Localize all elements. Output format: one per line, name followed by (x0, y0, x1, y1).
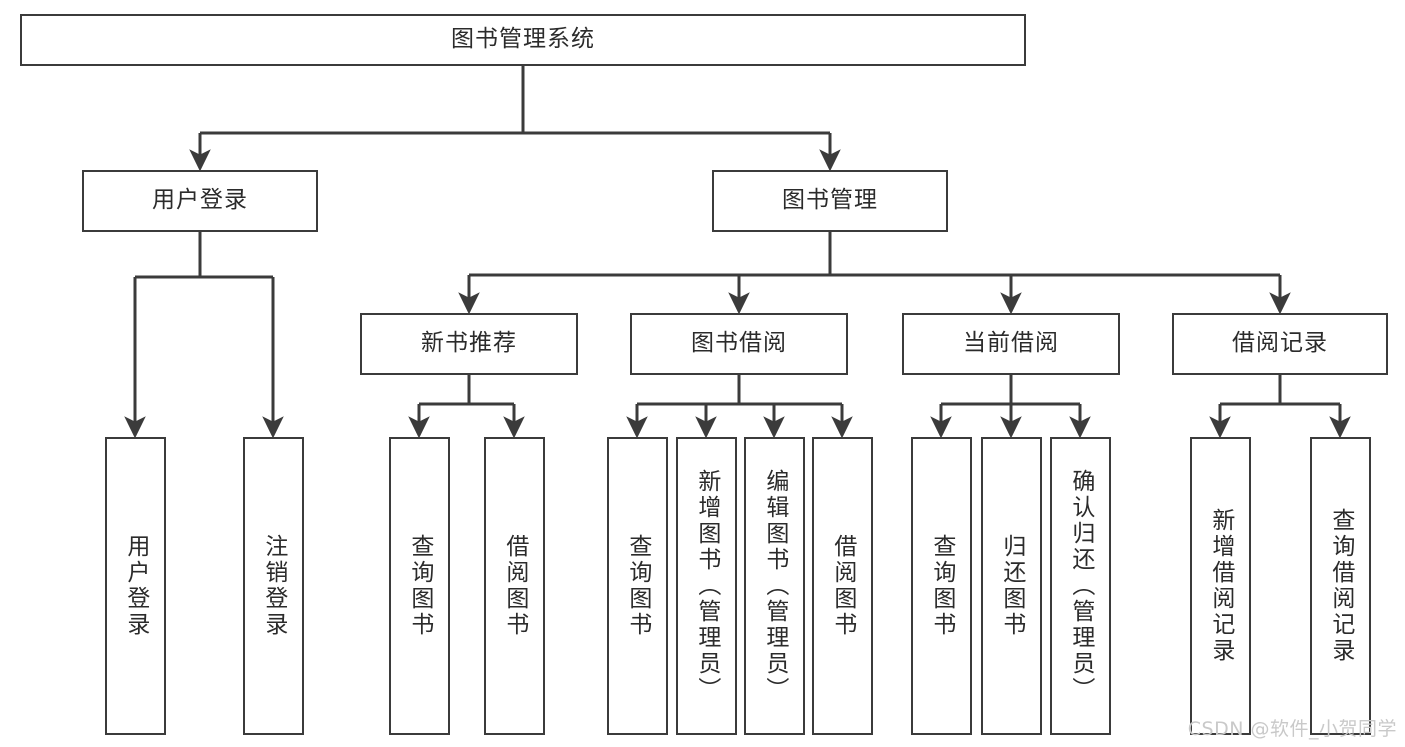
leaf-newbook-query-book[interactable]: 查询图书 (389, 437, 450, 735)
leaf-borrow-query-book[interactable]: 查询图书 (607, 437, 668, 735)
node-label: 图书借阅 (691, 330, 787, 357)
node-label: 新增借阅记录 (1207, 508, 1234, 664)
node-book-borrow[interactable]: 图书借阅 (630, 313, 848, 375)
node-label: 用户登录 (122, 534, 149, 638)
leaf-borrow-borrow-book[interactable]: 借阅图书 (812, 437, 873, 735)
node-label: 查询借阅记录 (1327, 508, 1354, 664)
node-label: 借阅图书 (829, 534, 856, 638)
node-label: 查询图书 (928, 534, 955, 638)
leaf-current-confirm-return-admin[interactable]: 确认归还（管理员） (1050, 437, 1111, 735)
csdn-watermark: CSDN @软件_小贺同学 (1187, 718, 1397, 740)
leaf-borrow-edit-book-admin[interactable]: 编辑图书（管理员） (744, 437, 805, 735)
node-user-login[interactable]: 用户登录 (82, 170, 318, 232)
leaf-record-query-record[interactable]: 查询借阅记录 (1310, 437, 1371, 735)
node-label: 归还图书 (998, 534, 1025, 638)
node-label: 新增图书（管理员） (693, 469, 720, 703)
leaf-current-query-book[interactable]: 查询图书 (911, 437, 972, 735)
node-label: 确认归还（管理员） (1067, 469, 1094, 703)
leaf-newbook-borrow-book[interactable]: 借阅图书 (484, 437, 545, 735)
node-current-borrow[interactable]: 当前借阅 (902, 313, 1120, 375)
node-label: 借阅图书 (501, 534, 528, 638)
node-label: 编辑图书（管理员） (761, 469, 788, 703)
node-label: 用户登录 (152, 187, 248, 214)
leaf-logout[interactable]: 注销登录 (243, 437, 304, 735)
leaf-record-add-record[interactable]: 新增借阅记录 (1190, 437, 1251, 735)
node-label: 借阅记录 (1232, 330, 1328, 357)
node-system-root[interactable]: 图书管理系统 (20, 14, 1026, 66)
node-label: 新书推荐 (421, 330, 517, 357)
node-label: 当前借阅 (963, 330, 1059, 357)
node-label: 图书管理 (782, 187, 878, 214)
node-label: 查询图书 (624, 534, 651, 638)
node-label: 注销登录 (260, 534, 287, 638)
node-label: 图书管理系统 (451, 26, 595, 53)
leaf-borrow-add-book-admin[interactable]: 新增图书（管理员） (676, 437, 737, 735)
node-label: 查询图书 (406, 534, 433, 638)
node-book-management[interactable]: 图书管理 (712, 170, 948, 232)
leaf-user-login[interactable]: 用户登录 (105, 437, 166, 735)
node-new-book-recommend[interactable]: 新书推荐 (360, 313, 578, 375)
leaf-current-return-book[interactable]: 归还图书 (981, 437, 1042, 735)
node-borrow-record[interactable]: 借阅记录 (1172, 313, 1388, 375)
